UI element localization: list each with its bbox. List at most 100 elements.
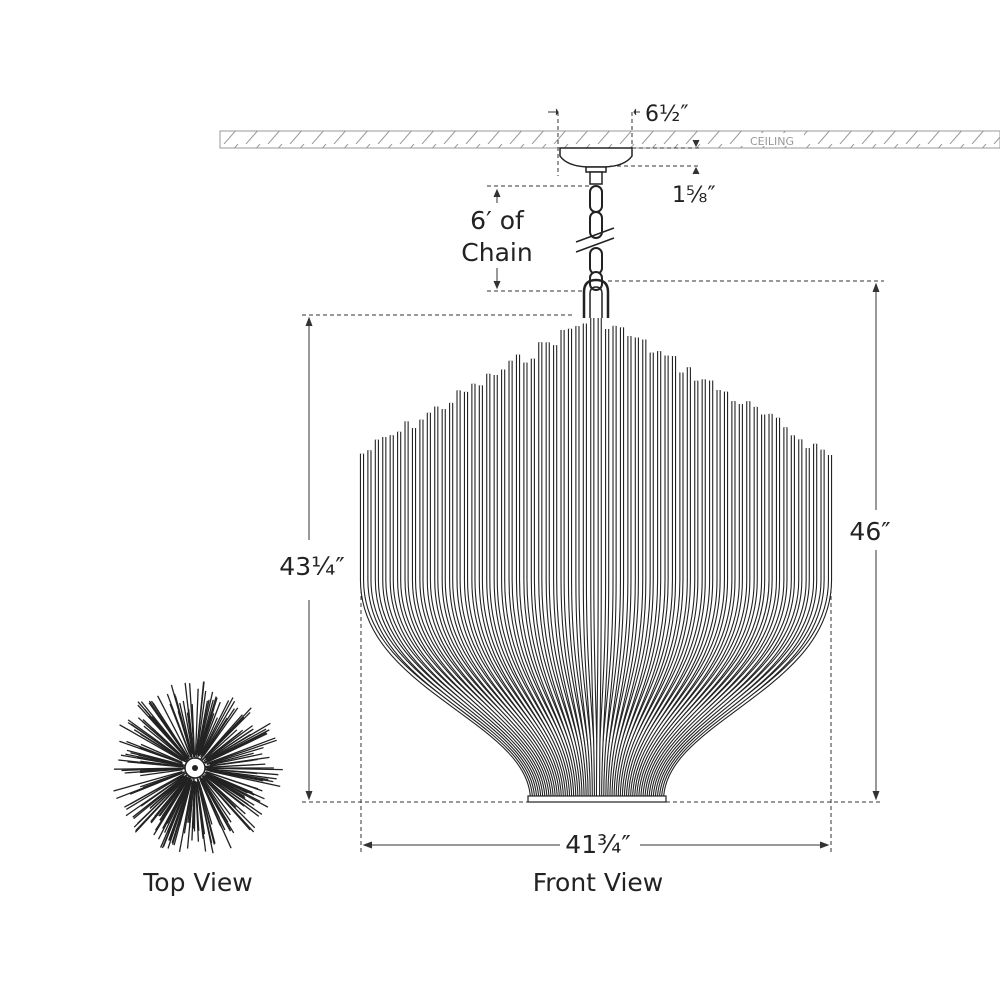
rod: [426, 412, 553, 801]
top-rod: [200, 700, 230, 758]
top-rod: [144, 708, 186, 757]
rod: [639, 406, 758, 801]
rod: [651, 439, 803, 801]
rod: [449, 402, 559, 801]
top-rod: [125, 775, 184, 817]
top-rod: [205, 729, 238, 759]
top-rod: [157, 695, 191, 758]
top-rod: [199, 701, 221, 755]
rod: [545, 342, 586, 801]
rod: [626, 380, 714, 801]
top-rod: [201, 778, 232, 823]
top-rod: [204, 759, 253, 768]
rod: [624, 379, 706, 801]
top-rod: [196, 783, 206, 835]
top-rod: [119, 740, 183, 765]
rod: [610, 352, 654, 801]
ceiling: CEILING: [219, 130, 1000, 149]
top-rod: [206, 739, 277, 765]
rod: [616, 356, 677, 801]
rod: [653, 448, 810, 801]
top-rod: [168, 782, 191, 841]
top-rod: [204, 771, 265, 800]
top-rod: [206, 746, 264, 766]
top-rod: [207, 774, 245, 798]
top-rod: [188, 683, 195, 757]
top-rod: [201, 697, 234, 755]
rod: [582, 323, 597, 801]
top-rod: [138, 771, 184, 791]
front-view-caption: Front View: [533, 868, 664, 897]
top-rod: [171, 781, 192, 844]
top-rod: [209, 753, 263, 766]
top-rod: [204, 778, 244, 822]
top-rod: [201, 714, 243, 761]
top-rod: [195, 681, 205, 758]
rod: [657, 449, 825, 801]
rod: [434, 406, 555, 801]
top-rod: [206, 767, 261, 770]
top-rod: [192, 780, 196, 829]
canopy-width-label: 6½″: [645, 102, 689, 127]
top-rod: [126, 775, 183, 810]
rod: [635, 404, 743, 801]
top-rod: [200, 781, 222, 828]
width-label: 41¾″: [565, 830, 630, 859]
rod: [647, 427, 788, 801]
canopy: [559, 147, 633, 185]
rod: [456, 390, 561, 801]
top-rod: [140, 760, 184, 768]
top-rod: [157, 779, 190, 840]
top-rod: [203, 729, 244, 762]
chain-label-line1: 6′ of: [470, 206, 525, 235]
top-rod: [197, 691, 214, 756]
top-rod: [205, 763, 266, 769]
top-rod: [149, 777, 185, 810]
top-rod: [209, 752, 254, 765]
rod: [471, 383, 566, 801]
rod: [618, 372, 684, 801]
top-rod: [178, 781, 194, 853]
rod: [538, 342, 584, 801]
top-rod: [204, 774, 249, 806]
rod: [411, 428, 549, 801]
rod: [606, 337, 639, 801]
top-rod: [206, 773, 269, 808]
top-rod: [126, 740, 182, 764]
top-rod: [206, 771, 259, 790]
rod: [478, 385, 568, 801]
top-rod: [137, 778, 185, 824]
body-height-label: 43¼″: [279, 552, 344, 581]
rod: [374, 439, 539, 801]
top-rod: [119, 724, 183, 762]
top-rod: [203, 733, 252, 764]
top-rod: [208, 737, 276, 764]
top-rod: [154, 780, 188, 831]
rod: [523, 362, 580, 801]
top-rod: [138, 754, 182, 766]
rod: [645, 417, 781, 801]
rod: [614, 355, 669, 801]
top-rod: [140, 701, 188, 759]
top-rod: [113, 770, 183, 792]
rod: [597, 329, 610, 801]
rod: [560, 329, 590, 801]
top-rod: [140, 769, 183, 777]
top-rod: [129, 772, 186, 805]
top-rod: [142, 719, 186, 760]
base-ring: [527, 795, 667, 803]
rod: [530, 358, 582, 801]
top-rod: [198, 697, 218, 757]
top-rod: [186, 778, 195, 849]
top-rod: [201, 700, 236, 756]
canopy-width-dimension: [548, 108, 640, 176]
top-rod: [205, 776, 244, 806]
top-rod: [204, 733, 268, 764]
rod: [649, 435, 795, 801]
rod: [553, 345, 588, 801]
rod: [404, 421, 547, 801]
top-rod: [204, 711, 251, 759]
rod: [590, 318, 599, 801]
top-rod: [187, 781, 194, 823]
